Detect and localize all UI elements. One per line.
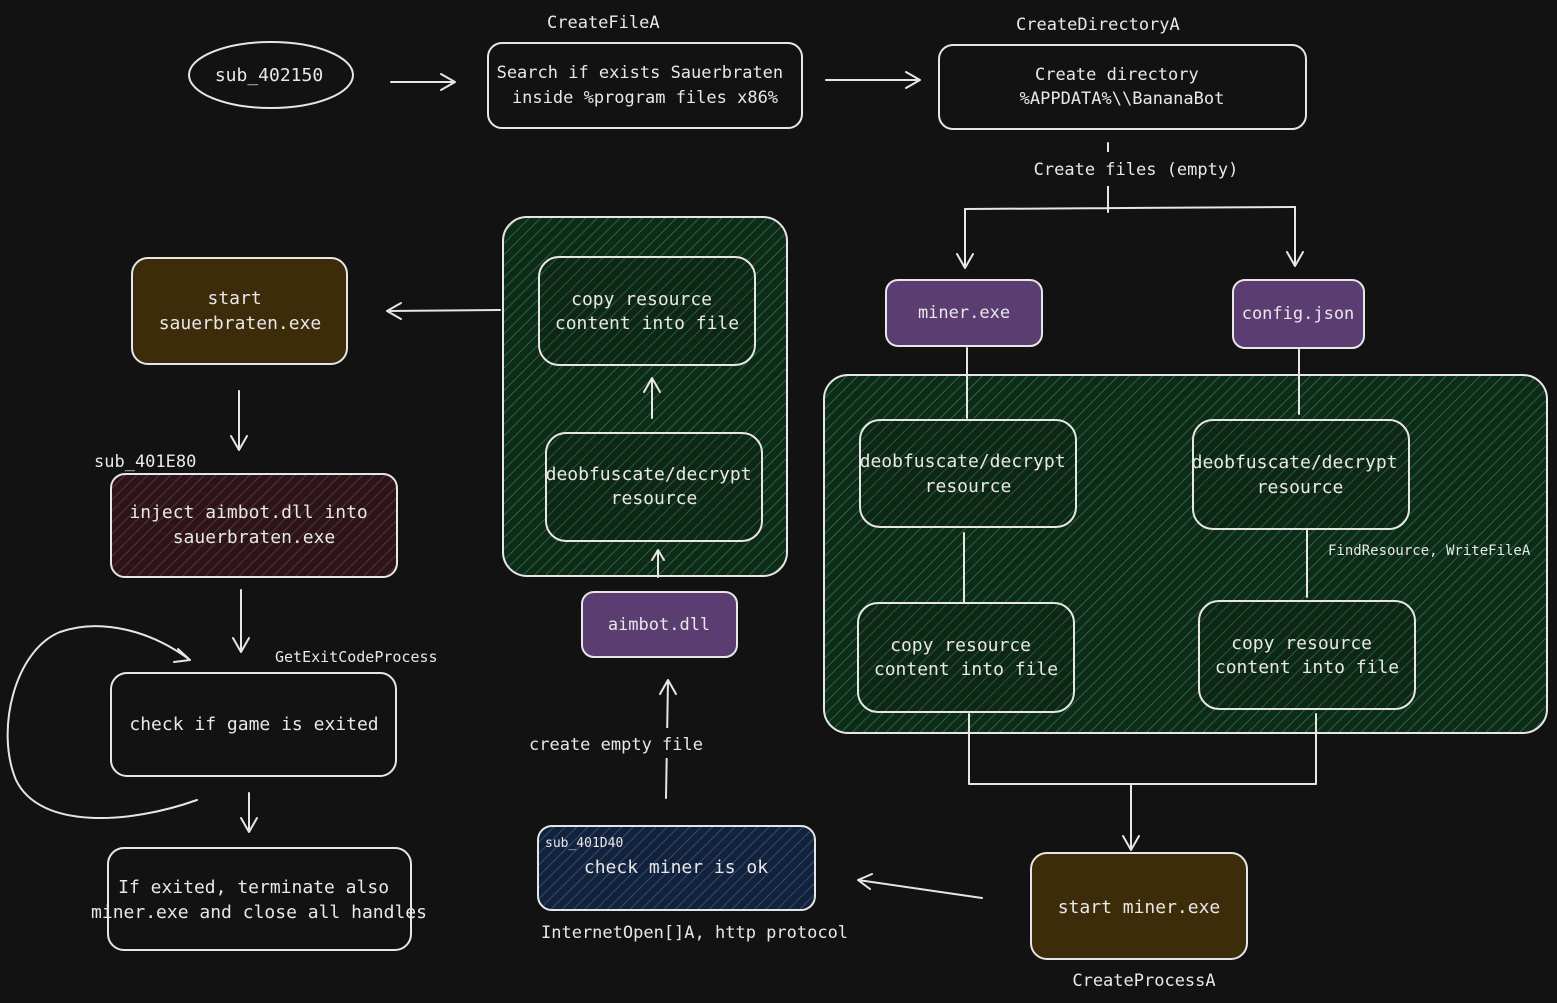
edge-aimbot-to-deobf: [651, 549, 665, 578]
node-deobfuscate-config-label: deobfuscate/decrypt resource: [1192, 452, 1409, 498]
node-miner-exe-label: miner.exe: [918, 303, 1010, 323]
label-internetopen: InternetOpen[]A, http protocol: [541, 923, 848, 943]
node-inject-aimbot: [110, 473, 398, 578]
node-copy-resource-miner: [857, 602, 1075, 713]
node-deobfuscate-miner: [859, 419, 1077, 528]
label-sub-401d40: sub_401D40: [545, 836, 623, 851]
label-getexitcodeprocess: GetExitCodeProcess: [275, 648, 438, 666]
node-copy-resource-center: [538, 256, 756, 366]
center-green-group: [502, 216, 788, 577]
node-deobfuscate-miner-label: deobfuscate/decrypt resource: [860, 451, 1077, 497]
edge-start-to-inject: [230, 390, 248, 451]
node-check-game-exited-label: check if game is exited: [129, 714, 378, 735]
edge-inject-to-check: [232, 589, 250, 653]
node-if-exited: [107, 847, 412, 951]
edge-group-to-start-sauer: [386, 302, 501, 320]
create-files-label-bg: [1032, 152, 1242, 186]
node-copy-resource-center-label: copy resource content into file: [555, 289, 739, 334]
label-create-empty-file: create empty file: [529, 735, 703, 755]
node-sub-402150-label: sub_402150: [215, 65, 323, 86]
node-copy-resource-miner-label: copy resource content into file: [874, 635, 1058, 680]
node-config-json-label: config.json: [1242, 304, 1355, 324]
label-create-files-empty: Create files (empty): [1034, 160, 1239, 180]
node-sub-402150: [188, 41, 354, 109]
edge-check-loop: [6, 625, 198, 819]
node-aimbot-dll-label: aimbot.dll: [608, 615, 710, 635]
label-createprocessa: CreateProcessA: [1072, 971, 1215, 991]
label-createdirectorya: CreateDirectoryA: [1016, 15, 1180, 35]
node-create-directory: [938, 44, 1307, 130]
edge-search-to-createdir: [825, 71, 921, 89]
node-config-json: [1232, 279, 1365, 349]
node-start-sauerbraten: [131, 257, 348, 365]
node-deobfuscate-config: [1192, 419, 1410, 530]
node-check-game-exited: [110, 672, 397, 777]
edge-check-to-exited: [240, 792, 258, 833]
node-start-miner: [1030, 852, 1248, 960]
node-start-miner-label: start miner.exe: [1058, 897, 1221, 918]
node-deobfuscate-center-label: deobfuscate/decrypt resource: [546, 464, 763, 509]
label-sub-401e80: sub_401E80: [94, 452, 196, 472]
node-create-directory-label: Create directory %APPDATA%\\BananaBot: [1020, 65, 1225, 109]
edge-split-to-config: [1286, 206, 1304, 267]
node-search-sauerbraten-label: Search if exists Sauerbraten inside %pro…: [497, 63, 794, 108]
node-start-sauerbraten-label: start sauerbraten.exe: [159, 288, 322, 334]
label-createfilea: CreateFileA: [547, 13, 660, 33]
node-deobfuscate-center: [545, 432, 763, 542]
node-copy-resource-config: [1198, 600, 1416, 710]
node-check-miner: [537, 825, 816, 911]
node-inject-aimbot-label: inject aimbot.dll into sauerbraten.exe: [129, 502, 378, 548]
node-aimbot-dll: [581, 591, 738, 658]
node-check-miner-label: check miner is ok: [584, 857, 768, 878]
edge-copies-merge: [968, 713, 1317, 851]
node-miner-exe: [885, 279, 1043, 347]
create-empty-label-bg: [528, 728, 704, 758]
node-search-sauerbraten: [487, 42, 803, 129]
edge-split-to-miner: [956, 208, 974, 269]
node-if-exited-label: If exited, terminate also miner.exe and …: [91, 877, 427, 923]
edge-sub402150-to-search: [390, 73, 456, 91]
node-copy-resource-config-label: copy resource content into file: [1215, 633, 1399, 678]
label-findresource: FindResource, WriteFileA: [1328, 543, 1531, 559]
edge-deobf-to-copy-center: [643, 377, 661, 419]
right-green-group: [823, 374, 1548, 734]
edge-startminer-to-checkminer: [857, 873, 983, 899]
